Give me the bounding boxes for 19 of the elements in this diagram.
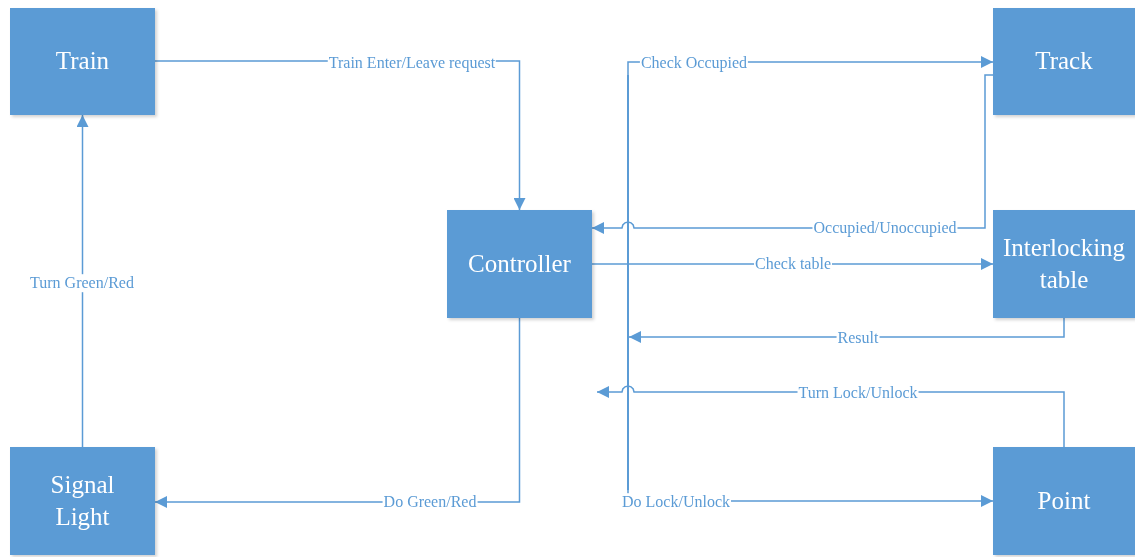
arrow — [76, 114, 89, 448]
process-box — [447, 210, 592, 318]
edge-label: Turn Green/Red — [29, 274, 135, 292]
bus-line — [627, 75, 629, 490]
arrow — [628, 317, 1065, 343]
process-box — [10, 8, 155, 115]
node-label: Signal Light — [49, 469, 116, 532]
edge-label: Occupied/Unoccupied — [812, 219, 958, 237]
node-label: Controller — [468, 248, 571, 279]
process-box — [993, 8, 1135, 115]
process-box — [993, 210, 1135, 318]
node-label: Train — [55, 46, 110, 77]
process-box — [993, 447, 1135, 555]
node-label: Point — [1037, 485, 1091, 516]
edge-label: Train Enter/Leave request — [327, 54, 497, 72]
node-label: Interlocking table — [1001, 232, 1127, 295]
process-box — [10, 447, 155, 555]
edge-label: Check Occupied — [639, 54, 749, 72]
node-label: Track — [1035, 46, 1093, 77]
